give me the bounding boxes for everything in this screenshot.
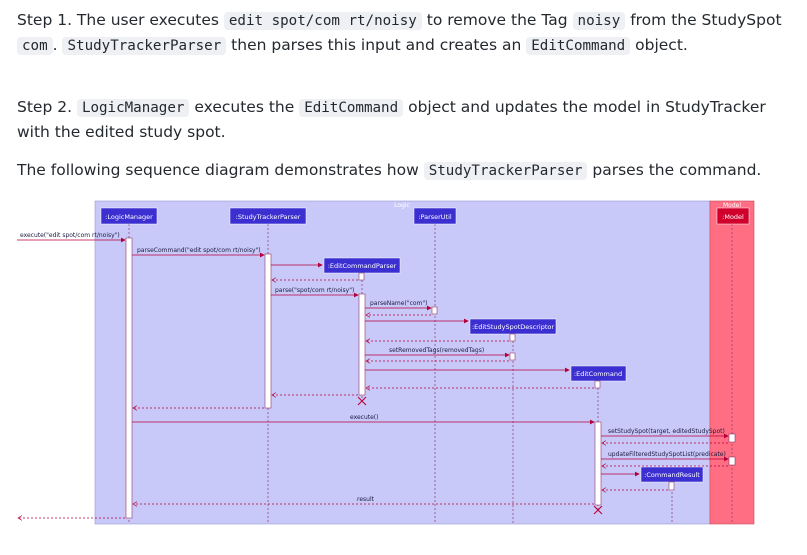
inline-code-logicmanager: LogicManager — [76, 99, 190, 117]
msg-parse-name: parseName("com") — [370, 300, 428, 307]
step-2-paragraph: Step 2. LogicManager executes the EditCo… — [17, 95, 792, 144]
participant-edit-command-label: :EditCommand — [574, 370, 622, 378]
msg-parse: parse("spot/com rt/noisy") — [275, 287, 354, 294]
step1-text: from the StudySpot — [625, 11, 782, 29]
msg-update-filtered: updateFilteredStudySpotList(predicate) — [608, 451, 726, 458]
model-frame-label: Model — [723, 202, 741, 209]
activation-study-tracker-parser — [264, 253, 272, 409]
participant-edit-command-parser-label: :EditCommandParser — [328, 262, 397, 270]
sequence-diagram: Logic Model :LogicManager :StudyTrackerP… — [17, 200, 755, 525]
activation-descriptor-ctor — [509, 333, 516, 342]
inline-code-editcommand: EditCommand — [526, 37, 631, 55]
msg-set-study-spot: setStudySpot(target, editedStudySpot) — [608, 428, 725, 435]
activation-edit-command-ctor — [594, 380, 601, 389]
activation-model-update — [728, 456, 736, 466]
message-labels: execute("edit spot/com rt/noisy") parseC… — [20, 232, 726, 503]
msg-result: result — [357, 496, 375, 503]
inline-code-editcommand: EditCommand — [299, 99, 404, 117]
activation-edit-command — [594, 421, 602, 506]
step-1-paragraph: Step 1. The user executes edit spot/com … — [17, 8, 792, 58]
inline-code-command: edit spot/com rt/noisy — [223, 12, 422, 30]
step1-text: to remove the Tag — [421, 11, 573, 29]
participant-model-label: :Model — [722, 213, 744, 221]
inline-code-spot: com — [17, 37, 53, 55]
inline-code-parser: StudyTrackerParser — [423, 162, 588, 180]
activation-logic-manager — [125, 237, 133, 519]
model-frame — [709, 200, 755, 525]
destroy-markers — [357, 396, 603, 515]
destroy-edit-command — [593, 505, 603, 515]
message-arrows — [17, 237, 729, 518]
msg-execute-input: execute("edit spot/com rt/noisy") — [20, 232, 120, 239]
msg-set-removed-tags: setRemovedTags(removedTags) — [389, 347, 484, 354]
activation-edit-command-parser — [358, 293, 366, 396]
participant-study-tracker-parser — [229, 207, 307, 225]
intro-text: parses the command. — [587, 161, 762, 179]
participant-command-result-label: :CommandResult — [644, 471, 700, 479]
step1-text: Step 1. The user executes — [17, 11, 224, 29]
step1-text: then parses this input and creates an — [226, 36, 527, 54]
msg-execute: execute() — [350, 414, 378, 421]
step2-text: Step 2. — [17, 98, 77, 116]
inline-code-tag: noisy — [572, 12, 626, 30]
participant-parser-util — [413, 207, 457, 225]
participant-logic-manager-label: :LogicManager — [105, 213, 153, 221]
step2-text: object and updates the model in StudyTra… — [17, 98, 766, 141]
intro-text: The following sequence diagram demonstra… — [17, 161, 424, 179]
msg-parse-command: parseCommand("edit spot/com rt/noisy") — [137, 247, 261, 254]
activation-edit-command-parser-ctor — [358, 272, 365, 281]
activation-bars — [125, 237, 736, 519]
activation-model-set — [728, 433, 736, 443]
destroy-edit-command-parser — [357, 396, 367, 406]
step1-text: object. — [630, 36, 688, 54]
logic-frame-label: Logic — [394, 202, 410, 209]
participant-model — [716, 207, 750, 225]
participant-study-tracker-parser-label: :StudyTrackerParser — [236, 213, 301, 221]
participant-parser-util-label: :ParserUtil — [418, 213, 452, 221]
inline-code-parser: StudyTrackerParser — [62, 37, 227, 55]
activation-command-result — [668, 481, 675, 491]
participant-logic-manager — [100, 207, 158, 225]
activation-descriptor-set — [509, 352, 516, 361]
participant-edit-study-spot-descriptor-label: :EditStudySpotDescriptor — [472, 323, 554, 331]
activation-parser-util — [431, 306, 438, 315]
step1-text: . — [52, 36, 63, 54]
step2-text: executes the — [189, 98, 300, 116]
intro-paragraph: The following sequence diagram demonstra… — [17, 158, 792, 183]
